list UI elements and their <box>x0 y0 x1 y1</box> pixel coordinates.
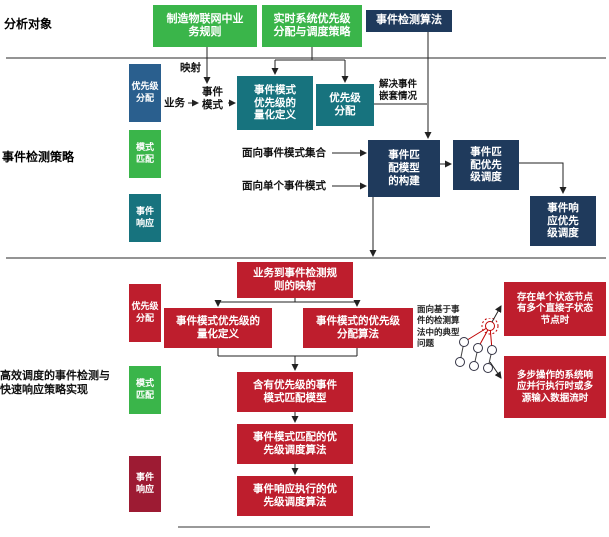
label-facing-single-pattern: 面向单个事件模式 <box>242 180 326 192</box>
box-matching-model-construction: 事件匹 配模型 的构建 <box>368 140 440 197</box>
label-typical-problem: 面向基于事 件的检测算 法中的典型 问题 <box>417 304 460 349</box>
label-event-pattern: 事件 模式 <box>202 86 223 112</box>
section-label-implementation: 高效调度的事件检测与 快速响应策略实现 <box>0 370 110 396</box>
label-mapping: 映射 <box>180 62 201 74</box>
side-event-response-mid: 事件 响应 <box>129 194 161 242</box>
box-quantified-definition-impl: 事件模式优先级的 量化定义 <box>164 308 272 348</box>
box-rule-mapping: 业务到事件检测规 则的映射 <box>237 262 353 298</box>
label-business: 业务 <box>164 97 185 109</box>
box-priority-matching-model: 含有优先级的事件 模式匹配模型 <box>237 372 353 412</box>
box-realtime-strategy: 实时系统优先级 分配与调度策略 <box>262 5 362 47</box>
label-facing-pattern-set: 面向事件模式集合 <box>242 147 326 159</box>
box-business-rules: 制造物联网中业 务规则 <box>153 5 257 47</box>
label-nesting: 解决事件 嵌套情况 <box>379 79 418 102</box>
box-case-single-node: 存在单个状态节点 有多个直接子状态 节点时 <box>504 282 606 336</box>
box-priority-allocation: 优先级 分配 <box>316 84 374 126</box>
box-case-multi-step: 多步操作的系统响 应并行执行时或多 源输入数据流时 <box>504 356 606 418</box>
box-response-priority-scheduling: 事件响 应优先 级调度 <box>530 196 596 246</box>
box-allocation-algorithm: 事件模式的优先级 分配算法 <box>303 308 413 348</box>
side-priority-allocation-bottom: 优先级 分配 <box>129 284 161 342</box>
side-pattern-matching-mid: 模式 匹配 <box>129 130 161 178</box>
section-label-strategy: 事件检测策略 <box>2 150 75 164</box>
box-response-scheduling-algorithm: 事件响应执行的优 先级调度算法 <box>237 476 353 516</box>
box-matching-scheduling-algorithm: 事件模式匹配的优 先级调度算法 <box>237 424 353 464</box>
box-event-detection-algorithm: 事件检测算法 <box>366 10 452 32</box>
box-matching-priority-scheduling: 事件匹 配优先 级调度 <box>453 140 519 190</box>
side-event-response-bottom: 事件 响应 <box>129 456 161 512</box>
section-label-analysis: 分析对象 <box>4 17 53 31</box>
box-quantified-definition: 事件模式 优先级的 量化定义 <box>237 76 313 130</box>
side-priority-allocation-mid: 优先级 分配 <box>129 64 161 122</box>
side-pattern-matching-bottom: 模式 匹配 <box>129 366 161 414</box>
